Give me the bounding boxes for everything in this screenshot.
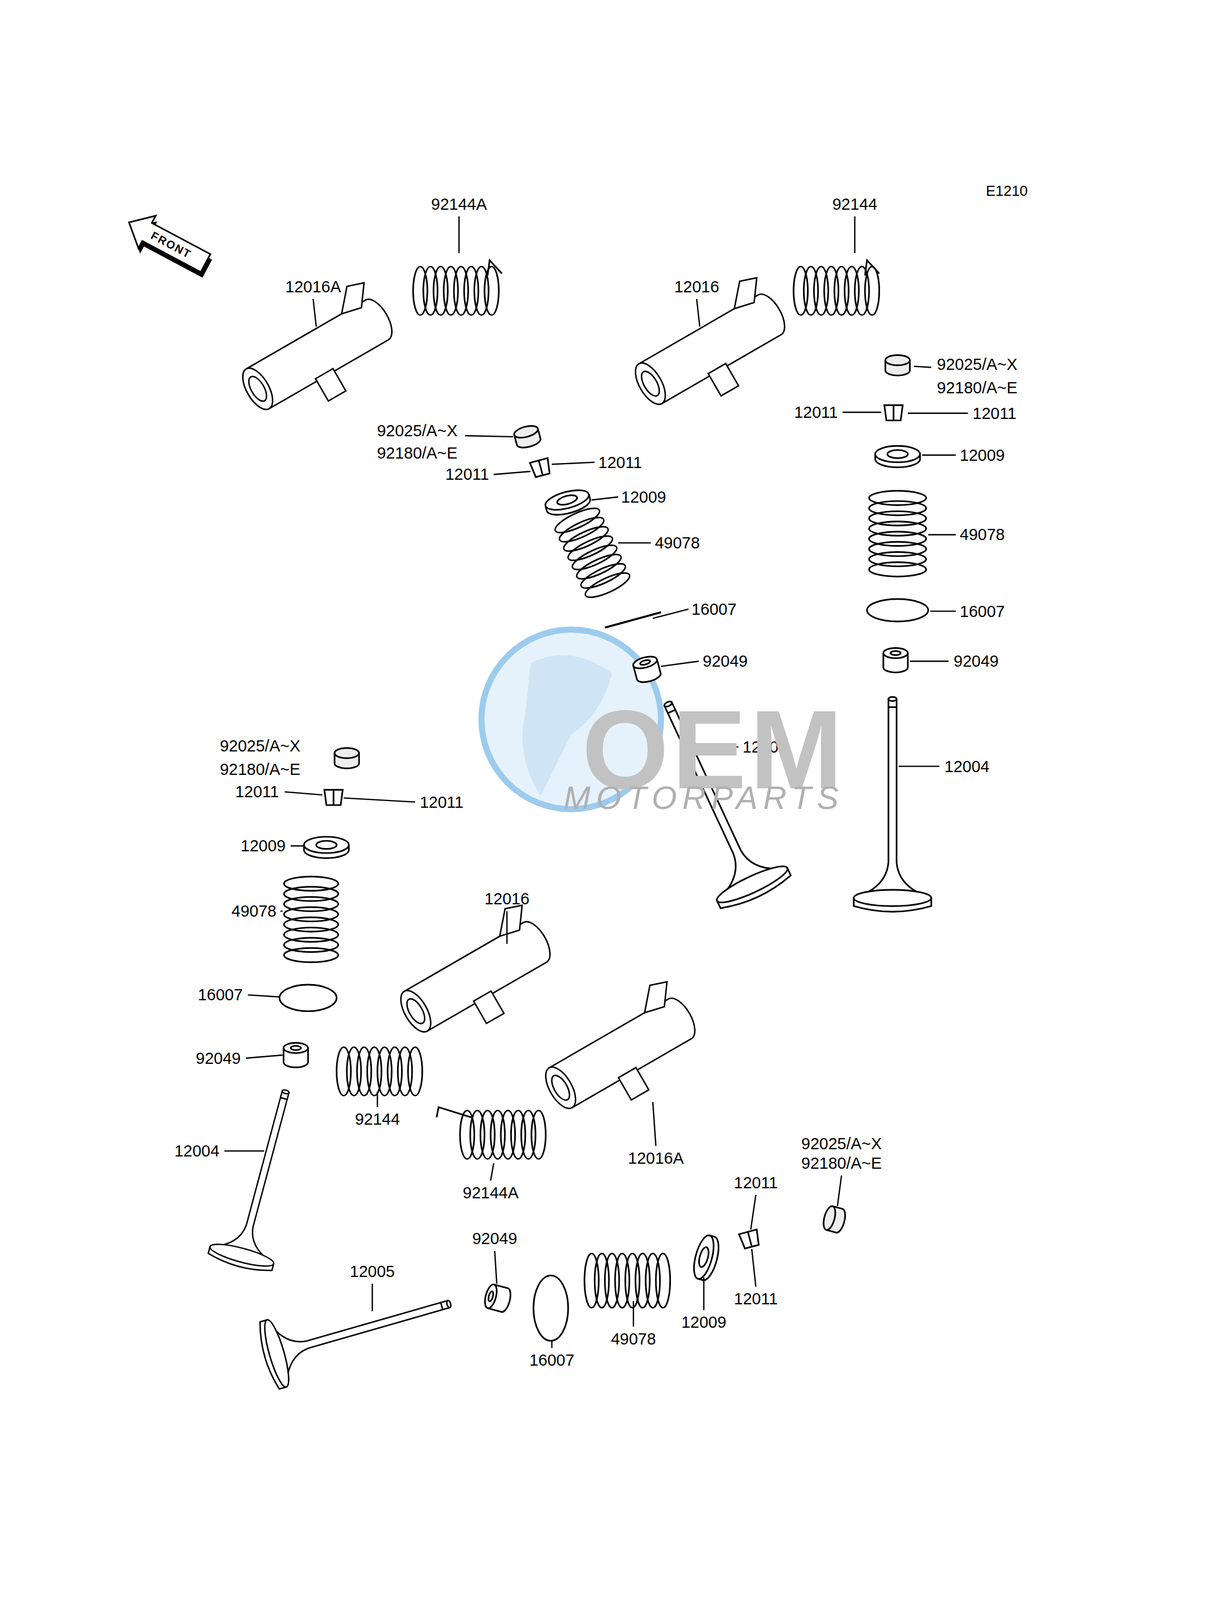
callout-number: 12009 bbox=[959, 446, 1005, 463]
callout-number: 12011 bbox=[235, 783, 280, 800]
rocker-arm bbox=[529, 974, 713, 1133]
front-arrow bbox=[118, 206, 218, 285]
callout-number: 92025/A~X bbox=[219, 737, 301, 754]
callout-number: 16007 bbox=[959, 602, 1005, 620]
callout-number: 12016 bbox=[484, 890, 530, 907]
callout-number: 12011 bbox=[598, 453, 643, 471]
callout-number: 92180/A~E bbox=[219, 761, 301, 778]
callout-number: 92049 bbox=[472, 1230, 518, 1247]
callout-number: 12011 bbox=[419, 793, 464, 810]
callout-number: 16007 bbox=[529, 1351, 575, 1368]
figure-code: E1210 bbox=[985, 183, 1028, 198]
callout-number: 12011 bbox=[794, 403, 839, 420]
valve-assembly bbox=[255, 1204, 848, 1390]
valve-assembly bbox=[853, 355, 932, 912]
callout-number: 92049 bbox=[195, 1049, 241, 1066]
callout-number: 92025/A~X bbox=[801, 1135, 882, 1152]
callout-number: 92049 bbox=[702, 653, 748, 670]
callout-number: 92144 bbox=[832, 195, 878, 212]
callout-number: 12016A bbox=[285, 278, 342, 295]
callout-number: 49078 bbox=[654, 534, 700, 551]
callout-number: 12004 bbox=[944, 757, 990, 775]
callout-number: 49078 bbox=[610, 1330, 656, 1347]
valve-assembly bbox=[513, 423, 794, 914]
callout-number: 16007 bbox=[197, 986, 244, 1003]
callout-number: 92180/A~E bbox=[801, 1154, 882, 1172]
callout-number: 92049 bbox=[953, 653, 999, 670]
callout-number: 92144A bbox=[462, 1184, 519, 1201]
callout-number: 12011 bbox=[972, 404, 1017, 422]
callout-number: 49078 bbox=[231, 902, 277, 920]
callout-number: 12009 bbox=[681, 1313, 727, 1331]
callout-number: 12016 bbox=[674, 278, 720, 295]
callout-number: 12005 bbox=[349, 1262, 395, 1279]
callout-number: 92180/A~E bbox=[936, 379, 1018, 396]
valve-assembly bbox=[206, 747, 360, 1275]
callout-number: 92025/A~X bbox=[936, 355, 1018, 372]
callout-number: 92025/A~X bbox=[376, 422, 458, 439]
callout-number: 12011 bbox=[733, 1173, 778, 1191]
torsion-spring bbox=[336, 259, 880, 1159]
callout-number: 49078 bbox=[959, 526, 1005, 543]
callout-number: 12016A bbox=[627, 1149, 684, 1166]
rocker-arm bbox=[619, 271, 803, 429]
rocker-arm bbox=[225, 276, 410, 434]
rocker-arm bbox=[384, 898, 568, 1057]
callout-number: 12009 bbox=[621, 488, 667, 505]
leader-lines bbox=[224, 216, 968, 1348]
callout-number: 12004 bbox=[174, 1142, 220, 1159]
callout-number: 92144A bbox=[431, 195, 487, 212]
watermark-text: MOTORPARTS bbox=[563, 781, 845, 814]
callout-number: 92180/A~E bbox=[376, 445, 458, 462]
callout-number: 12011 bbox=[733, 1290, 778, 1307]
callout-number: 12009 bbox=[240, 837, 287, 854]
callout-number: 16007 bbox=[691, 600, 737, 617]
callout-number: 92144 bbox=[354, 1110, 400, 1128]
callout-number: 12011 bbox=[445, 466, 490, 483]
